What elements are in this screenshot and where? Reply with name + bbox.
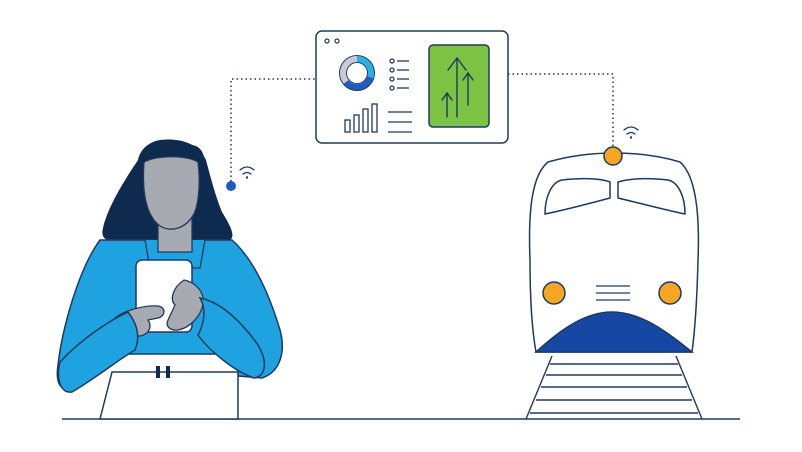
sleeve-left xyxy=(57,311,139,393)
sleeve-right xyxy=(197,296,266,379)
railway-track xyxy=(525,355,703,420)
train-front xyxy=(528,146,700,353)
wifi-icon xyxy=(239,166,255,179)
hand-right xyxy=(166,279,204,331)
face xyxy=(142,156,200,230)
headlight-right xyxy=(658,281,682,305)
wifi-icon xyxy=(623,126,639,139)
signal-dot xyxy=(226,181,236,191)
belt-loop xyxy=(156,366,160,378)
grille-icon xyxy=(596,285,630,301)
pants xyxy=(99,371,239,420)
woman-with-tablet xyxy=(56,139,283,420)
belt-loop xyxy=(166,366,170,378)
train-window-right xyxy=(617,177,686,215)
headlight-left xyxy=(542,281,566,305)
train-top-light xyxy=(603,146,623,166)
connector-right xyxy=(508,73,614,146)
window-dot xyxy=(334,38,340,44)
train-window-left xyxy=(544,177,611,215)
text-lines-icon xyxy=(388,111,412,133)
dashboard-window xyxy=(315,30,509,144)
connector-left xyxy=(230,78,316,186)
bar-chart-icon xyxy=(344,103,378,133)
donut-chart-icon xyxy=(339,55,375,91)
window-dot xyxy=(324,38,330,44)
list-icon xyxy=(389,58,409,91)
bangs xyxy=(138,142,204,168)
upward-arrows-icon xyxy=(428,44,490,128)
train-nose xyxy=(534,311,695,353)
